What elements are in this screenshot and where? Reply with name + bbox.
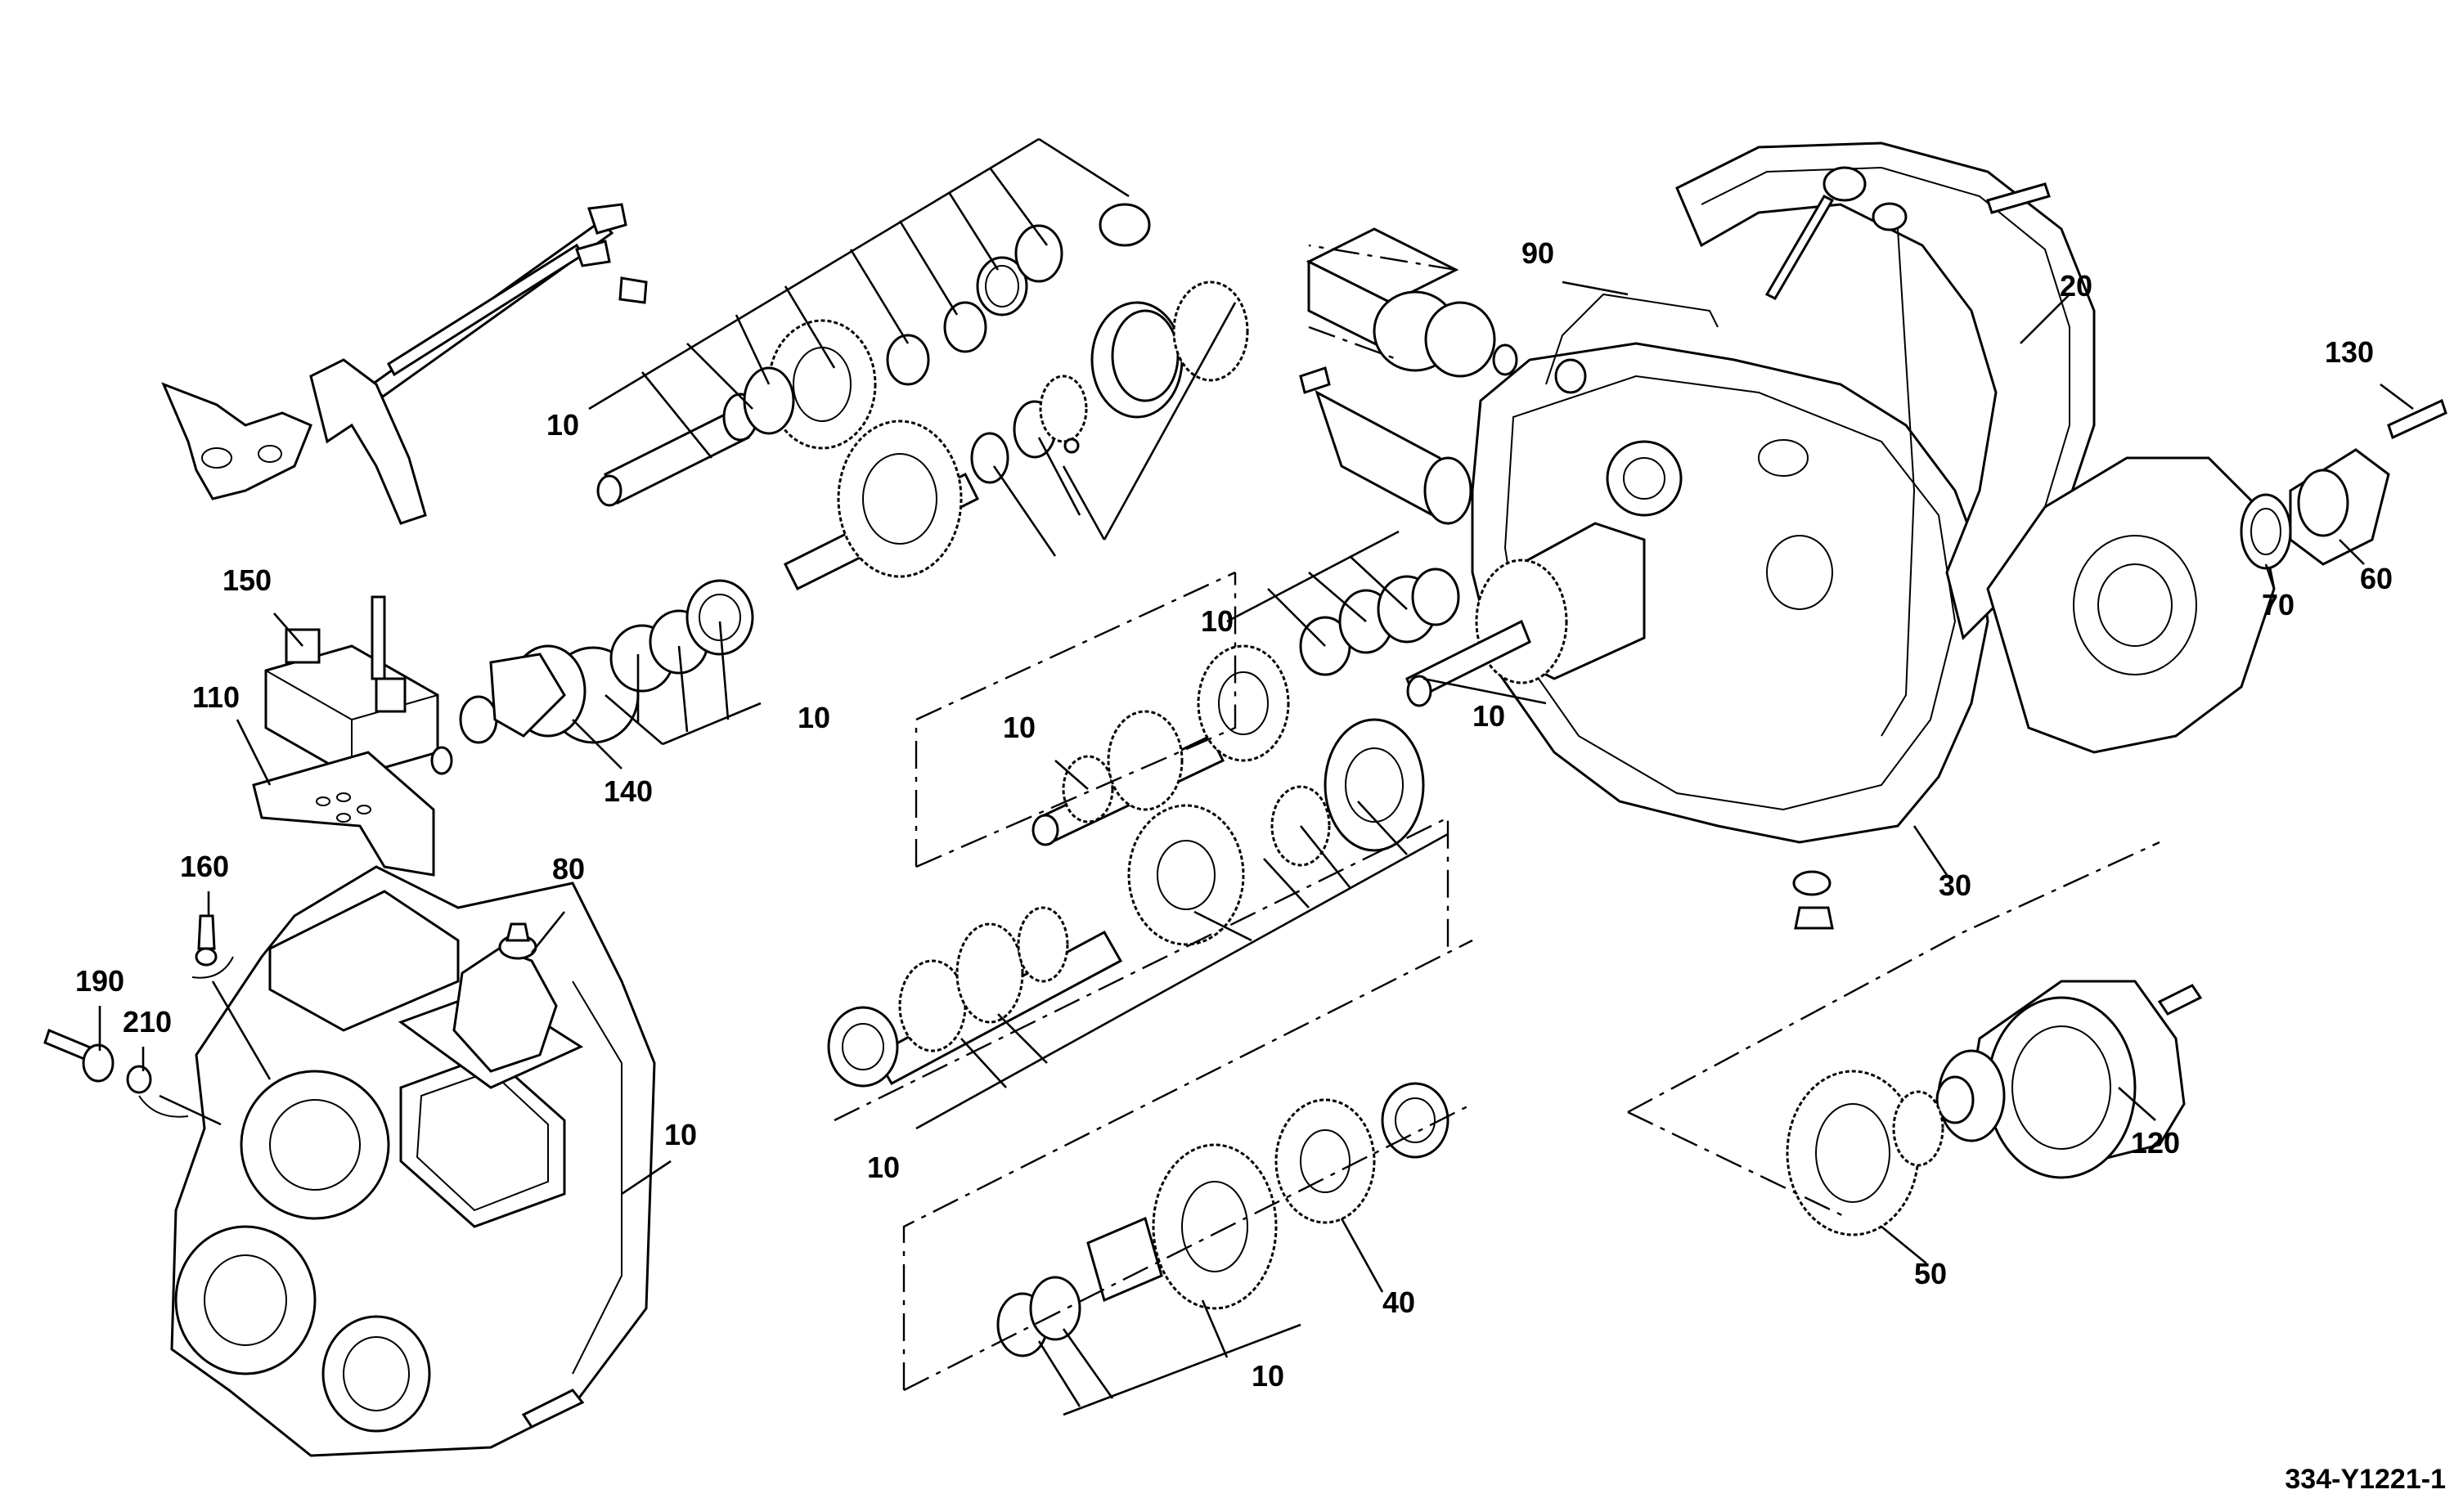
lower-gear-set xyxy=(996,1082,1449,1357)
callout-10-housing: 10 xyxy=(664,1118,697,1151)
drive-gear-50 xyxy=(1786,1070,1944,1236)
clutch-pack xyxy=(1935,980,2203,1179)
selector-fork-assembly xyxy=(161,203,648,525)
callout-110: 110 xyxy=(192,680,240,714)
leader-lines xyxy=(98,137,2414,1416)
callout-10-mainshaft: 10 xyxy=(1003,711,1036,744)
callout-20: 20 xyxy=(2060,269,2092,303)
callout-120: 120 xyxy=(2131,1126,2180,1160)
callout-10-center: 10 xyxy=(1201,604,1234,638)
callout-150: 150 xyxy=(222,563,272,597)
callout-70: 70 xyxy=(2262,588,2294,621)
solenoid-valve-assembly xyxy=(252,595,453,877)
upper-gear-stack xyxy=(546,203,1249,744)
callout-60: 60 xyxy=(2360,562,2393,595)
callout-210: 210 xyxy=(123,1005,172,1039)
control-valve-80 xyxy=(398,922,584,1089)
main-housing xyxy=(1405,342,1989,930)
callout-160: 160 xyxy=(180,850,229,883)
callout-50: 50 xyxy=(1914,1257,1947,1290)
phantom-lines xyxy=(834,244,2160,1392)
callout-10-countershaft: 10 xyxy=(867,1151,900,1184)
gearbox-housing xyxy=(170,865,656,1457)
countershaft-stack xyxy=(827,568,1460,1088)
callout-30: 30 xyxy=(1939,868,1971,902)
callout-130: 130 xyxy=(2325,335,2374,369)
callout-10-upper: 10 xyxy=(546,408,579,442)
callout-90: 90 xyxy=(1521,236,1554,270)
callout-10-lower: 10 xyxy=(1252,1359,1284,1393)
drawing-reference-number: 334-Y1221-1 xyxy=(2285,1464,2446,1495)
callout-10-flange: 10 xyxy=(798,701,830,734)
filter-and-pipe xyxy=(1299,227,1587,526)
callout-labels: 10 10 10 10 10 10 10 10 10 20 30 40 50 6… xyxy=(75,236,2393,1393)
callout-140: 140 xyxy=(604,774,653,808)
drive-flange xyxy=(459,644,587,744)
callout-10-input: 10 xyxy=(1472,699,1505,733)
callout-40: 40 xyxy=(1382,1285,1415,1319)
callout-190: 190 xyxy=(75,964,124,998)
callout-80: 80 xyxy=(552,852,585,886)
output-end-cover xyxy=(1986,398,2447,754)
bell-housing xyxy=(1545,141,2096,737)
sensors xyxy=(43,914,234,1118)
